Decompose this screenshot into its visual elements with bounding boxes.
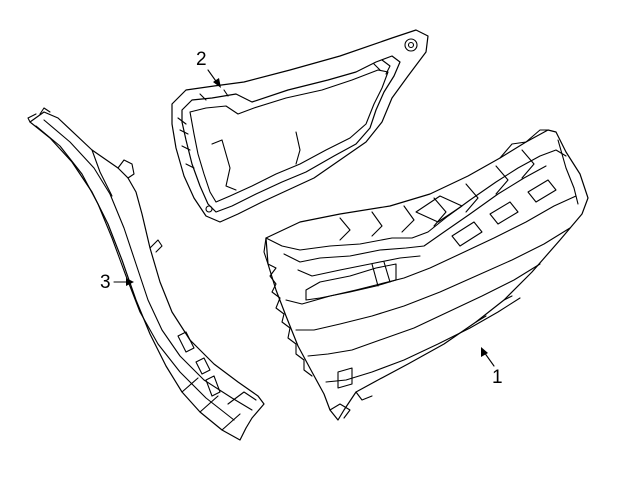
leader-arrow-3 [113,278,134,286]
part-1-tail-lamp [263,129,589,421]
callout-3: 3 [100,272,111,293]
callout-1: 1 [492,367,503,388]
part-2-gasket [171,29,429,223]
leader-arrow-1 [481,347,495,367]
callout-2: 2 [196,49,207,70]
leader-arrow-2 [207,69,221,88]
part-3-pillar-trim [27,107,265,441]
